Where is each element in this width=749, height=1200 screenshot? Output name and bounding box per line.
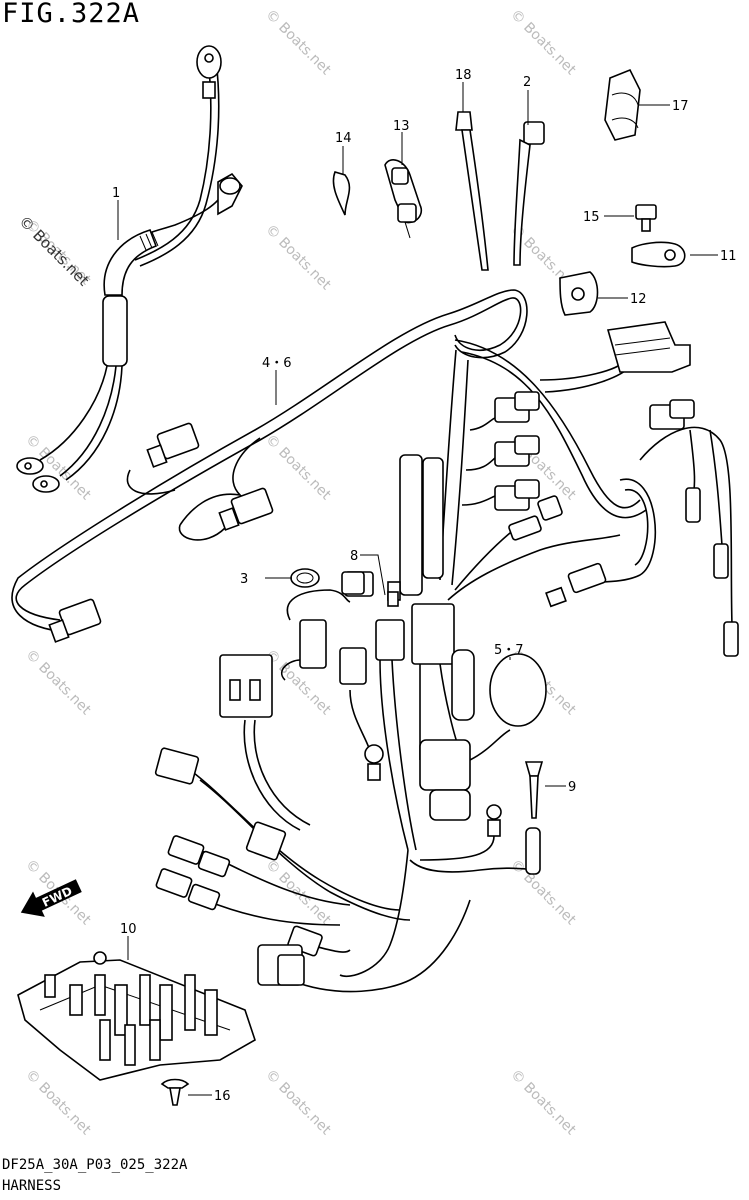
callout-17: 17 (672, 99, 689, 114)
watermark: © Boats.net (22, 647, 94, 719)
harness-bracket (17, 951, 256, 1081)
small-parts (160, 68, 686, 1106)
callout-14: 14 (335, 131, 352, 146)
callout-18: 18 (455, 68, 472, 83)
callout-11: 11 (720, 249, 737, 264)
watermark: © Boats.net (22, 1067, 94, 1139)
callout-15: 15 (583, 210, 600, 225)
callout-9: 9 (568, 780, 576, 795)
lower-harness (154, 747, 541, 993)
callouts: 1 2 3 4・6 5・7 8 9 10 11 12 13 14 15 16 1… (112, 68, 737, 1104)
callout-5-7: 5・7 (494, 643, 524, 658)
watermark: © Boats.net (262, 432, 334, 504)
callout-2: 2 (523, 75, 531, 90)
callout-12: 12 (630, 292, 647, 307)
figure-title: FIG.322A (2, 0, 141, 29)
main-harness (11, 289, 733, 633)
callout-10: 10 (120, 922, 137, 937)
diagram-name: HARNESS (2, 1178, 62, 1194)
watermark: © Boats.net (262, 1067, 334, 1139)
callout-4-6: 4・6 (262, 356, 292, 371)
central-assembly (219, 571, 547, 861)
diagram-code: DF25A_30A_P03_025_322A (2, 1157, 188, 1173)
watermark: © Boats.net (262, 857, 334, 929)
callout-13: 13 (393, 119, 410, 134)
callout-16: 16 (214, 1089, 231, 1104)
watermark: © Boats.net (507, 7, 579, 79)
callout-8: 8 (350, 549, 358, 564)
callout-3: 3 (240, 572, 248, 587)
watermark: © Boats.net (507, 1067, 579, 1139)
watermark: © Boats.net (262, 222, 334, 294)
watermark: © Boats.net (507, 857, 579, 929)
battery-cable (16, 45, 243, 493)
watermark: © Boats.net (262, 7, 334, 79)
harness-connectors (48, 321, 739, 657)
watermark-large: © Boats.net (15, 212, 93, 290)
callout-1: 1 (112, 186, 120, 201)
